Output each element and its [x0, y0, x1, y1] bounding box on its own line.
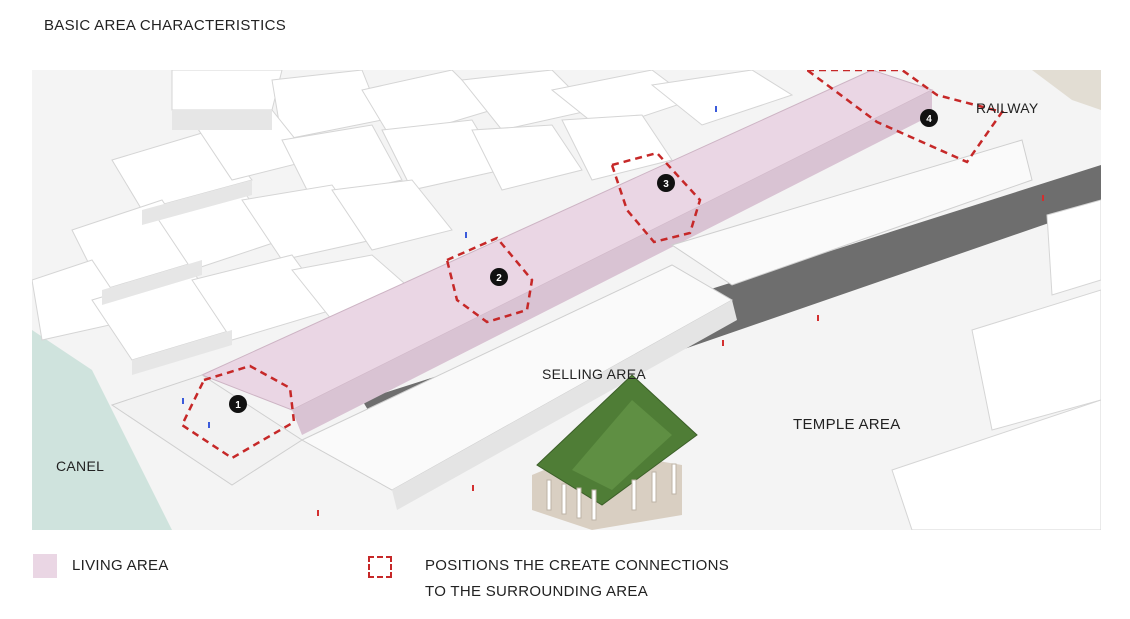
- svg-text:4: 4: [926, 114, 932, 125]
- site-diagram: 1 2 3 4: [32, 70, 1101, 530]
- right-buildings: [891, 199, 1101, 530]
- connection-legend-line-2: TO THE SURROUNDING AREA: [425, 583, 649, 600]
- svg-text:3: 3: [663, 179, 669, 190]
- living-area-swatch: [33, 554, 57, 578]
- people-figures: [182, 106, 717, 428]
- connection-boxes: [180, 70, 1005, 460]
- svg-text:1: 1: [235, 400, 241, 411]
- building-shadows: [102, 110, 272, 375]
- canal: [32, 330, 172, 530]
- railway-track: [1032, 70, 1101, 110]
- canal-market-roof: [110, 374, 303, 486]
- page-title: BASIC AREA CHARACTERISTICS: [44, 17, 287, 34]
- connection-box-4: [804, 70, 1005, 164]
- marker-4: 4: [920, 109, 938, 127]
- railway-label: RAILWAY: [976, 100, 1039, 116]
- marker-3: 3: [657, 174, 675, 192]
- selling-area-roof-back: [670, 139, 1033, 286]
- selling-area-facade: [392, 300, 737, 510]
- temple-area-label: TEMPLE AREA: [793, 416, 901, 433]
- canel-label: CANEL: [56, 458, 105, 474]
- marker-2: 2: [490, 268, 508, 286]
- svg-text:2: 2: [496, 273, 502, 284]
- connection-box-3: [610, 151, 702, 244]
- site-axonometric-view: 1 2 3 4: [32, 70, 1101, 530]
- connection-box-2: [445, 236, 534, 324]
- connection-legend-line-1: POSITIONS THE CREATE CONNECTIONS: [425, 557, 730, 574]
- living-area-legend-label: LIVING AREA: [72, 557, 169, 574]
- connection-box-1: [180, 364, 296, 460]
- selling-area-label: SELLING AREA: [542, 366, 646, 382]
- marker-1: 1: [229, 395, 247, 413]
- background-buildings: [32, 70, 794, 361]
- red-markers: [317, 195, 1044, 516]
- living-area-facade: [292, 90, 932, 435]
- temple: [532, 374, 698, 530]
- connection-legend-swatch: [368, 556, 392, 578]
